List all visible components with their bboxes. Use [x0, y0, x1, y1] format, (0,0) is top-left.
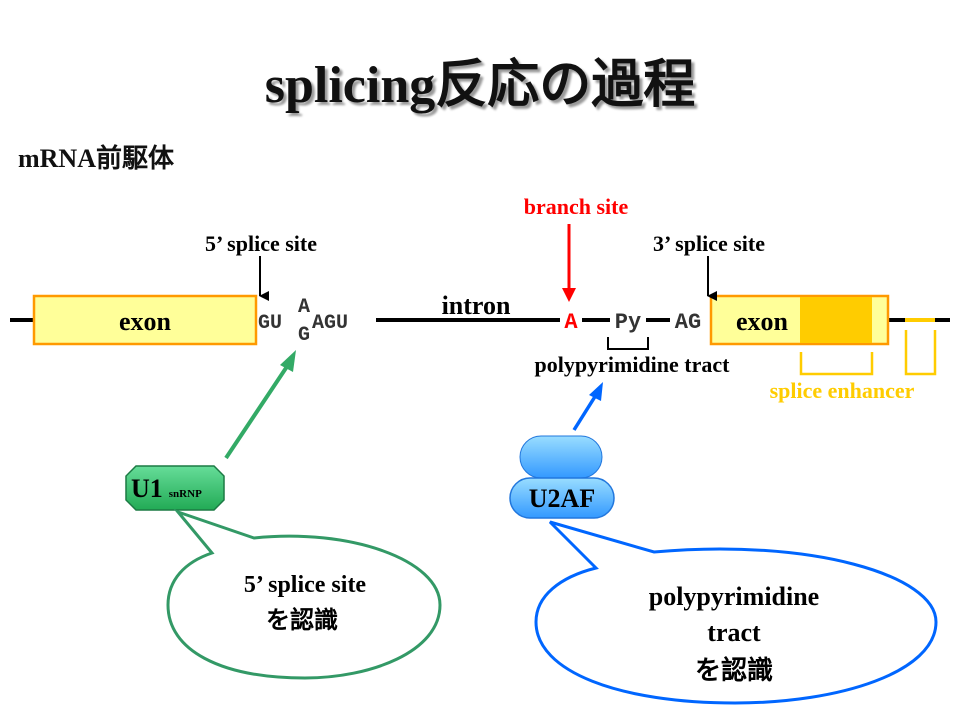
right-bubble-line2: tract: [707, 618, 761, 647]
subtitle: mRNA前駆体: [18, 144, 174, 173]
three-splice-site-label: 3’ splice site: [653, 231, 765, 256]
exon-right-label: exon: [736, 307, 789, 336]
left-bubble-line1: 5’ splice site: [244, 572, 367, 598]
seq-agu: AGU: [312, 312, 348, 335]
u2af-bottom-shape: [509, 477, 615, 519]
exon-left-label: exon: [119, 307, 172, 336]
splice-enhancer-bracket-2: [904, 330, 937, 376]
u1-arrowhead: [280, 350, 296, 372]
branch-site-arrowhead: [562, 288, 576, 302]
splice-enhancer-label: splice enhancer: [770, 378, 915, 403]
seq-branch-a: A: [564, 310, 578, 335]
branch-site-label: branch site: [524, 194, 629, 219]
u1-snrnp-shape: [125, 465, 225, 511]
right-speech-bubble: [534, 520, 938, 705]
splice-enhancer-bracket-1: [799, 352, 874, 376]
right-bubble-line3: を認識: [695, 655, 773, 686]
seq-gu: GU: [258, 312, 282, 335]
page-title: splicing反応の過程: [264, 57, 696, 114]
u1-arrow: [224, 363, 290, 460]
exon-left-box: [32, 294, 258, 346]
seq-a-upper: A: [298, 296, 310, 319]
seq-py: Py: [615, 310, 641, 335]
five-splice-site-label: 5’ splice site: [205, 231, 317, 256]
intron-label: intron: [442, 291, 511, 320]
u2af-label: U2AF: [529, 484, 595, 513]
u2af-arrow: [572, 394, 598, 431]
polypyrimidine-bracket: [607, 337, 649, 350]
u2af-top-shape: [519, 435, 603, 479]
u2af-arrowhead: [589, 382, 603, 401]
left-speech-bubble: [166, 508, 442, 680]
seq-g-lower: G: [298, 324, 310, 347]
left-bubble-line2: を認識: [266, 606, 338, 634]
splice-enhancer-region: [800, 297, 872, 343]
right-bubble-line1: polypyrimidine: [649, 582, 819, 611]
seq-ag: AG: [675, 310, 701, 335]
polypyrimidine-tract-label: polypyrimidine tract: [535, 352, 731, 377]
